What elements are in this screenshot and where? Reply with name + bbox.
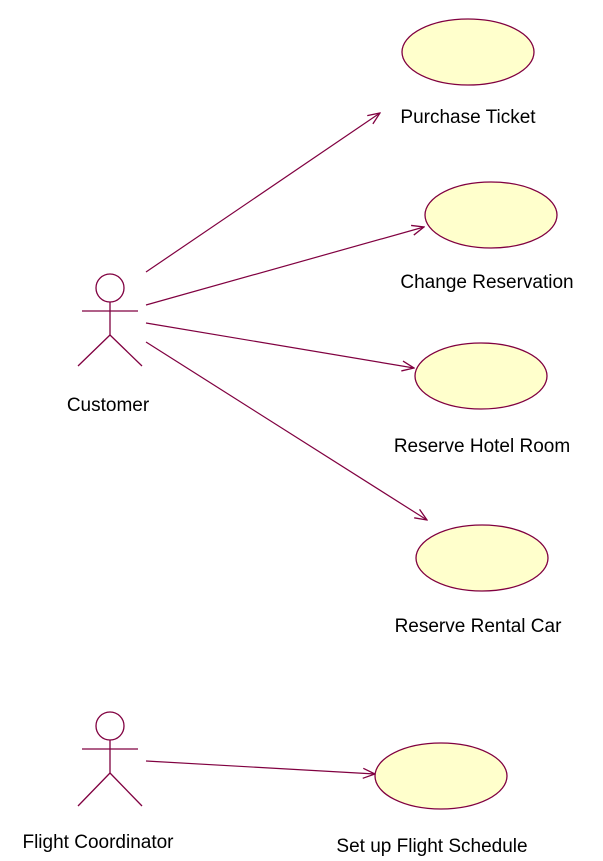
usecase-change-reservation[interactable]: Change Reservation bbox=[400, 181, 574, 293]
usecase-change-reservation-ellipse bbox=[424, 181, 558, 249]
usecase-reserve-hotel-room-ellipse bbox=[414, 342, 548, 410]
usecase-reserve-rental-car-label: Reserve Rental Car bbox=[395, 616, 563, 637]
usecase-purchase-ticket-label: Purchase Ticket bbox=[400, 107, 536, 128]
usecase-set-up-flight-schedule[interactable]: Set up Flight Schedule bbox=[336, 742, 528, 857]
actor-flight-coordinator[interactable]: Flight Coordinator bbox=[22, 711, 174, 853]
usecase-set-up-flight-schedule-ellipse bbox=[374, 742, 508, 810]
actor-customer-label: Customer bbox=[67, 395, 150, 416]
association-flight-coordinator-set-up-flight-schedule bbox=[145, 760, 375, 774]
association-customer-reserve-hotel-room bbox=[145, 322, 414, 368]
actor-flight-coordinator-label: Flight Coordinator bbox=[22, 832, 174, 853]
usecase-change-reservation-label: Change Reservation bbox=[400, 272, 573, 293]
association-customer-purchase-ticket bbox=[145, 113, 380, 273]
usecase-reserve-hotel-room-label: Reserve Hotel Room bbox=[394, 436, 570, 457]
actor-flight-coordinator-figure bbox=[77, 711, 143, 807]
usecase-reserve-rental-car-ellipse bbox=[415, 524, 549, 592]
actor-customer[interactable]: Customer bbox=[67, 273, 150, 416]
usecase-reserve-hotel-room[interactable]: Reserve Hotel Room bbox=[394, 342, 570, 457]
usecase-purchase-ticket[interactable]: Purchase Ticket bbox=[400, 18, 536, 128]
usecase-reserve-rental-car[interactable]: Reserve Rental Car bbox=[395, 524, 563, 637]
actor-customer-figure bbox=[77, 273, 143, 367]
usecase-purchase-ticket-ellipse bbox=[401, 18, 535, 86]
association-customer-reserve-rental-car bbox=[145, 341, 427, 520]
associations bbox=[145, 113, 427, 774]
association-customer-change-reservation bbox=[145, 227, 424, 306]
usecase-set-up-flight-schedule-label: Set up Flight Schedule bbox=[336, 836, 527, 857]
